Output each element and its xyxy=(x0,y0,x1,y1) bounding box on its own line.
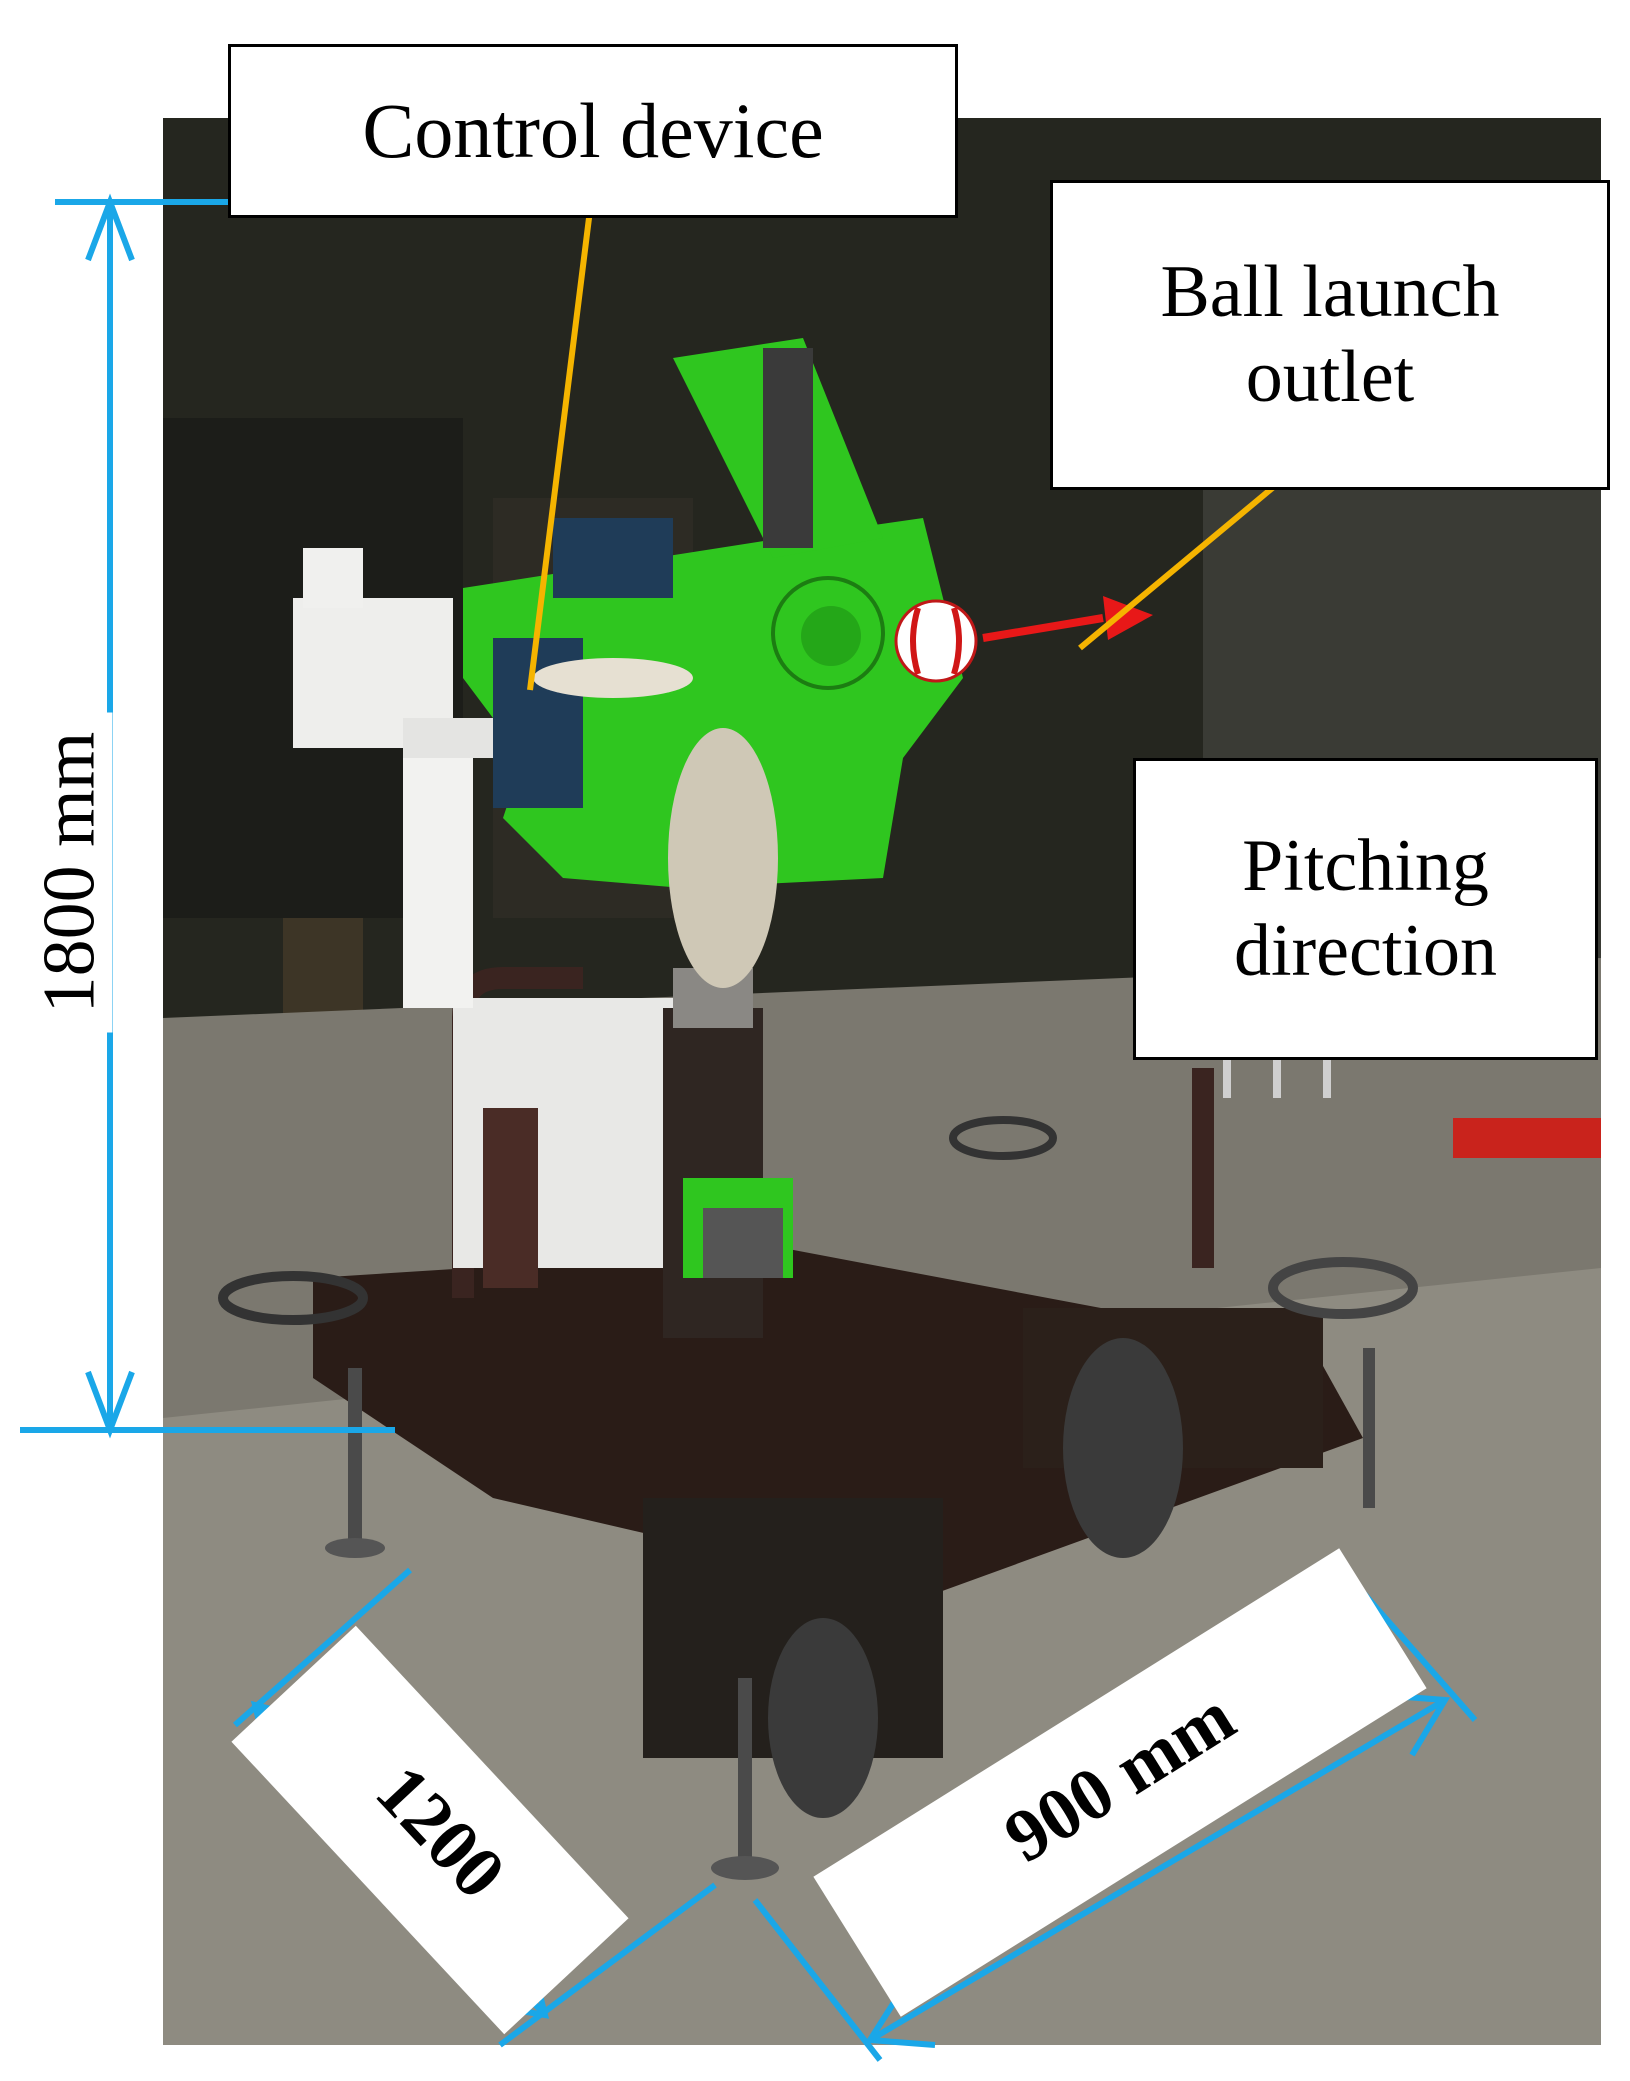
control-device-leader-line xyxy=(527,209,593,691)
control-device-text: Control device xyxy=(362,87,824,175)
height-dimension-line xyxy=(20,193,895,1439)
control-device-label: Control device xyxy=(228,44,958,218)
pitching-direction-text-line1: Pitching xyxy=(1242,824,1489,907)
pitching-direction-text-line2: direction xyxy=(1233,910,1497,992)
ball-launch-outlet-label: Ball launch outlet xyxy=(1050,180,1610,490)
ball-launch-outlet-text-line1: Ball launch xyxy=(1160,250,1500,333)
ball-launch-outlet-text-line2: outlet xyxy=(1245,336,1415,418)
ball-launch-outlet-leader-line xyxy=(1078,477,1284,651)
height-dimension-label: 1800 mm xyxy=(27,712,113,1033)
pitching-direction-label: Pitching direction xyxy=(1133,758,1598,1060)
